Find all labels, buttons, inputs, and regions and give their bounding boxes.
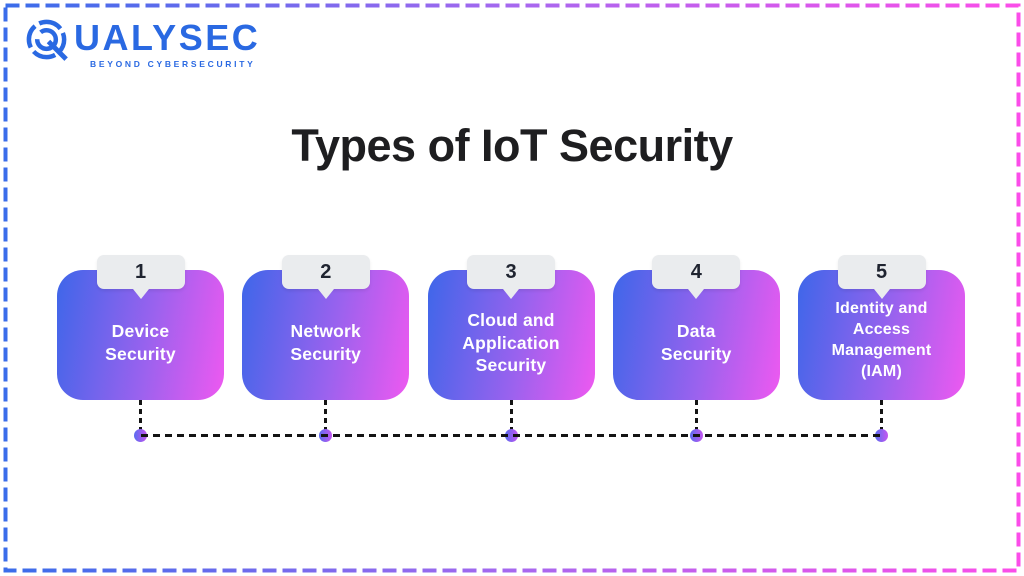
connector-vertical-line [324,400,328,430]
brand-logo: UALYSEC BEYOND CYBERSECURITY [24,17,260,69]
connector-vertical-line [509,400,513,430]
timeline-dot [134,429,147,442]
page-title: Types of IoT Security [291,120,733,171]
number-badge-4: 4 [652,255,741,289]
brand-text: UALYSEC BEYOND CYBERSECURITY [74,17,261,70]
timeline-horizontal-line [141,434,881,437]
security-card-2: 2 Network Security [242,255,410,442]
number-badge-3: 3 [467,255,555,289]
cards-row: 1 Device Security 2 Network Security 3 C [57,255,965,442]
badge-number: 5 [875,261,888,283]
badge-number: 2 [320,261,332,283]
number-badge-1: 1 [96,255,185,289]
card-label: Device Security [105,321,176,364]
card-label: Data Security [660,321,732,364]
security-card-3: 3 Cloud and Application Security [427,255,595,442]
connector-vertical-line [694,400,698,430]
badge-number: 3 [505,261,517,283]
brand-tagline: BEYOND CYBERSECURITY [90,59,256,69]
card-label: Network Security [290,321,362,364]
security-card-1: 1 Device Security [57,255,224,442]
qualysec-q-icon [26,19,68,61]
security-card-4: 4 Data Security [612,255,780,442]
number-badge-5: 5 [837,255,926,289]
badge-number: 1 [134,261,147,283]
badge-number: 4 [690,261,702,283]
timeline-dot [875,429,888,442]
security-card-5: 5 Identity and Access Management (IAM) [798,255,965,442]
number-badge-2: 2 [281,255,370,289]
connector-vertical-line [139,400,142,430]
card-label: Cloud and Application Security [462,309,560,376]
card-label: Identity and Access Management (IAM) [831,300,932,380]
connector-vertical-line [880,400,883,430]
brand-name: UALYSEC [74,17,261,58]
